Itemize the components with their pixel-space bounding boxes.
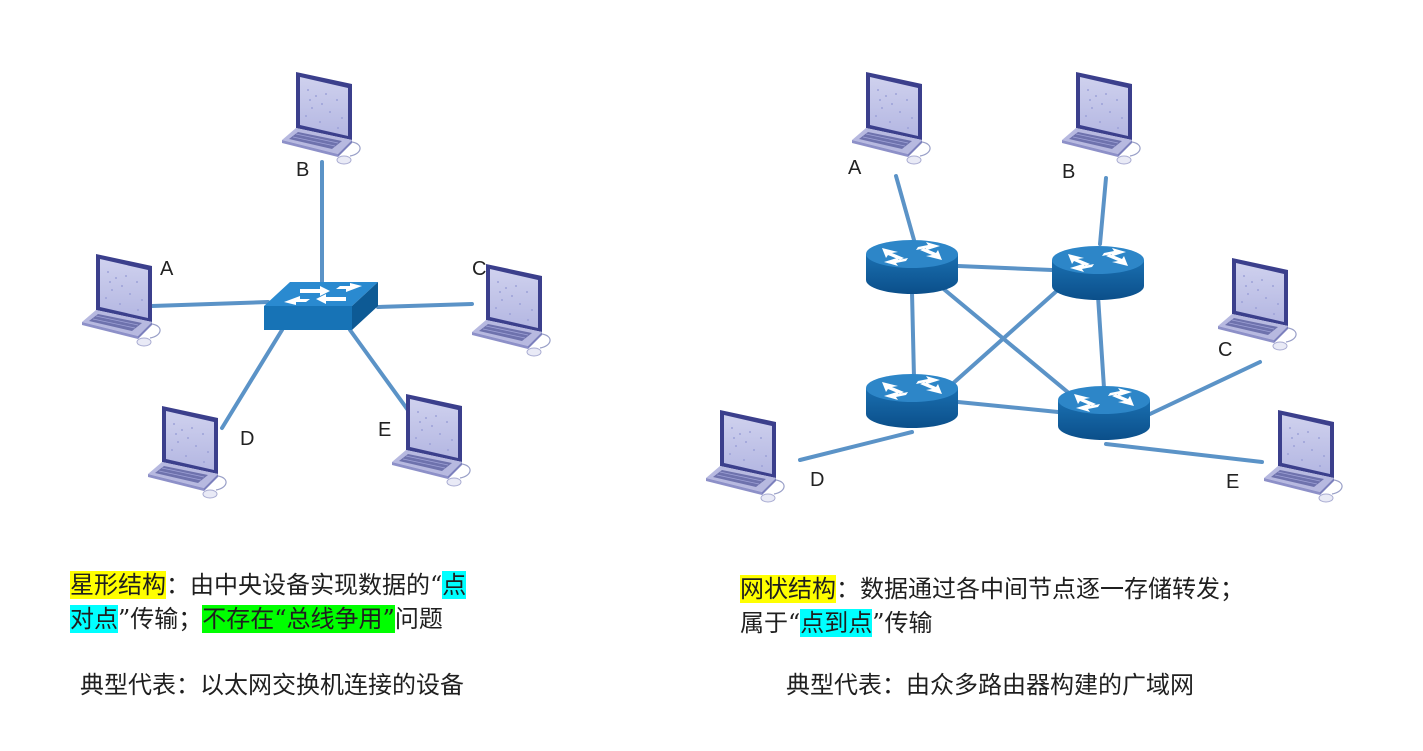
- star-term: 星形结构: [70, 571, 166, 599]
- star-typical: 典型代表：以太网交换机连接的设备: [80, 671, 464, 699]
- mesh-link-r1-r4: [938, 284, 1072, 396]
- mesh-label-b: B: [1062, 161, 1075, 183]
- mesh-description: 网状结构：数据通过各中间节点逐一存储转发； 属于“点到点”传输: [740, 572, 1244, 640]
- star-quote-close: ”: [118, 605, 131, 633]
- laptop-icon-mesh-c: [1217, 257, 1297, 351]
- star-label-e: E: [378, 419, 391, 441]
- star-quote-open: “: [430, 571, 443, 599]
- mesh-link-e: [1104, 442, 1264, 464]
- topology-diagrams: A B C D E A B C D E: [81, 71, 1343, 503]
- laptop-icon-mesh-a: [851, 71, 931, 165]
- star-label-d: D: [240, 428, 254, 450]
- star-highlight-point-part1: 点: [442, 571, 467, 599]
- switch-icon: [264, 282, 378, 330]
- star-text1: 由中央设备实现数据的: [190, 571, 430, 599]
- star-label-b: B: [296, 159, 309, 181]
- mesh-description-line1: 网状结构：数据通过各中间节点逐一存储转发；: [740, 572, 1244, 606]
- router-icon-3: [866, 374, 958, 428]
- star-colon: ：: [166, 571, 190, 599]
- mesh-label-a: A: [848, 157, 862, 179]
- mesh-typical: 典型代表：由众多路由器构建的广域网: [786, 671, 1194, 699]
- mesh-link-r2-r3: [948, 286, 1062, 388]
- laptop-icon-a: [81, 253, 161, 347]
- mesh-topology: A B C D E: [705, 71, 1343, 503]
- star-link-c: [376, 302, 474, 309]
- mesh-text1: ：数据通过各中间节点逐一存储转发；: [836, 575, 1244, 603]
- mesh-link-d: [798, 430, 914, 462]
- mesh-link-r1-r2: [956, 264, 1054, 272]
- mesh-link-b: [1098, 176, 1108, 246]
- laptop-icon-d: [147, 405, 227, 499]
- mesh-highlight-p2p: 点到点: [800, 609, 873, 637]
- mesh-label-d: D: [810, 469, 824, 491]
- star-description-line1: 星形结构：由中央设备实现数据的“点: [70, 568, 467, 602]
- mesh-label-e: E: [1226, 471, 1239, 493]
- laptop-icon-b: [281, 71, 361, 165]
- mesh-link-r2-r4: [1096, 294, 1106, 390]
- star-text2: 传输；: [130, 605, 203, 633]
- laptop-icon-mesh-e: [1263, 409, 1343, 503]
- mesh-description-line2: 属于“点到点”传输: [740, 606, 1244, 640]
- star-label-a: A: [160, 258, 174, 280]
- mesh-label-c: C: [1218, 339, 1232, 361]
- star-link-a: [150, 300, 270, 308]
- star-text3: 问题: [394, 605, 443, 633]
- star-highlight-point-part2: 对点: [70, 605, 118, 633]
- star-topology: A B C D E: [81, 71, 551, 499]
- mesh-link-c: [1148, 360, 1262, 416]
- mesh-term: 网状结构: [740, 575, 836, 603]
- mesh-link-r3-r4: [956, 400, 1060, 414]
- router-icon-1: [866, 240, 958, 294]
- router-icon-2: [1052, 246, 1144, 300]
- router-icon-4: [1058, 386, 1150, 440]
- laptop-icon-e: [391, 393, 471, 487]
- star-highlight-no-contention: 不存在“总线争用”: [202, 605, 395, 633]
- mesh-link-r1-r3: [910, 290, 916, 380]
- star-description-line2: 对点”传输；不存在“总线争用”问题: [70, 602, 466, 636]
- mesh-link-a: [894, 174, 916, 242]
- star-label-c: C: [472, 258, 486, 280]
- star-description: 星形结构：由中央设备实现数据的“点 对点”传输；不存在“总线争用”问题: [70, 568, 467, 636]
- laptop-icon-mesh-b: [1061, 71, 1141, 165]
- mesh-text3: ”传输: [872, 609, 933, 637]
- star-link-d: [220, 328, 284, 430]
- laptop-icon-mesh-d: [705, 409, 785, 503]
- mesh-text2: 属于“: [740, 609, 801, 637]
